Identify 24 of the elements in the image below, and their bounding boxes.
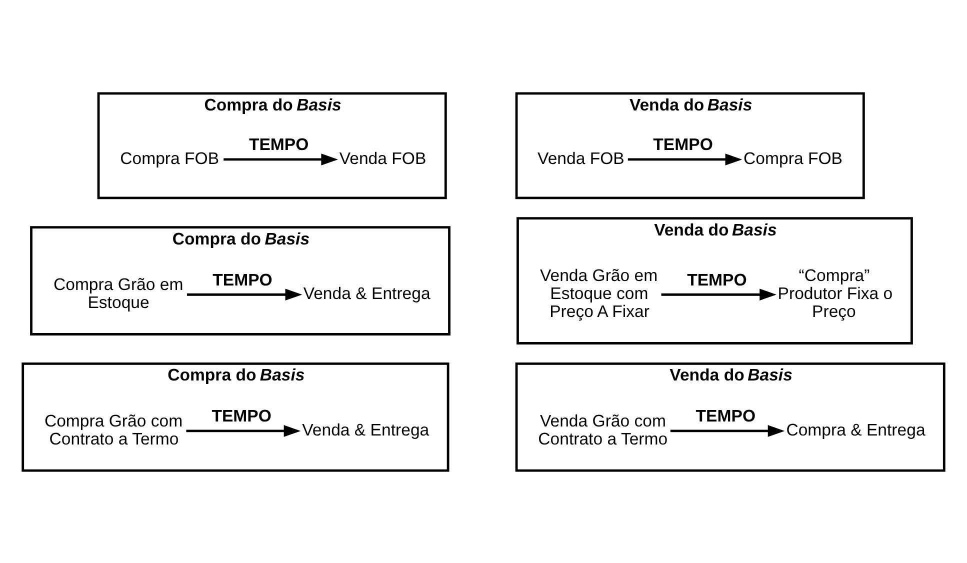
node-text: Venda FOB (538, 148, 624, 168)
node-text: Venda & Entrega (303, 284, 430, 303)
node-text: Compra & Entrega (786, 420, 926, 439)
arrow (628, 153, 742, 165)
node-text: Compra FOB (744, 148, 842, 168)
node-text: Compra FOB (120, 148, 220, 168)
node-text: Compra Grão em Estoque (53, 274, 184, 312)
node-text: Venda FOB (339, 148, 426, 168)
arrow (224, 153, 338, 165)
edge-label: TEMPO (248, 134, 309, 154)
edge-label: TEMPO (696, 406, 756, 426)
arrow (661, 288, 776, 300)
node-text: Venda & Entrega (302, 420, 430, 439)
edge-label: TEMPO (212, 270, 272, 289)
node-text: Venda Grão com Contrato a Termo (538, 410, 668, 448)
edge-label: TEMPO (653, 134, 713, 154)
node-text: Compra Grão com Contrato a Termo (44, 410, 183, 448)
arrow (186, 424, 301, 436)
arrow (670, 424, 785, 436)
node-text: Venda Grão em Estoque com Preço A Fixar (540, 266, 658, 321)
edge-label: TEMPO (212, 406, 272, 426)
edge-label: TEMPO (687, 270, 747, 289)
arrow (187, 288, 302, 300)
node-text: “Compra” Produtor Fixa o Preço (778, 266, 893, 321)
